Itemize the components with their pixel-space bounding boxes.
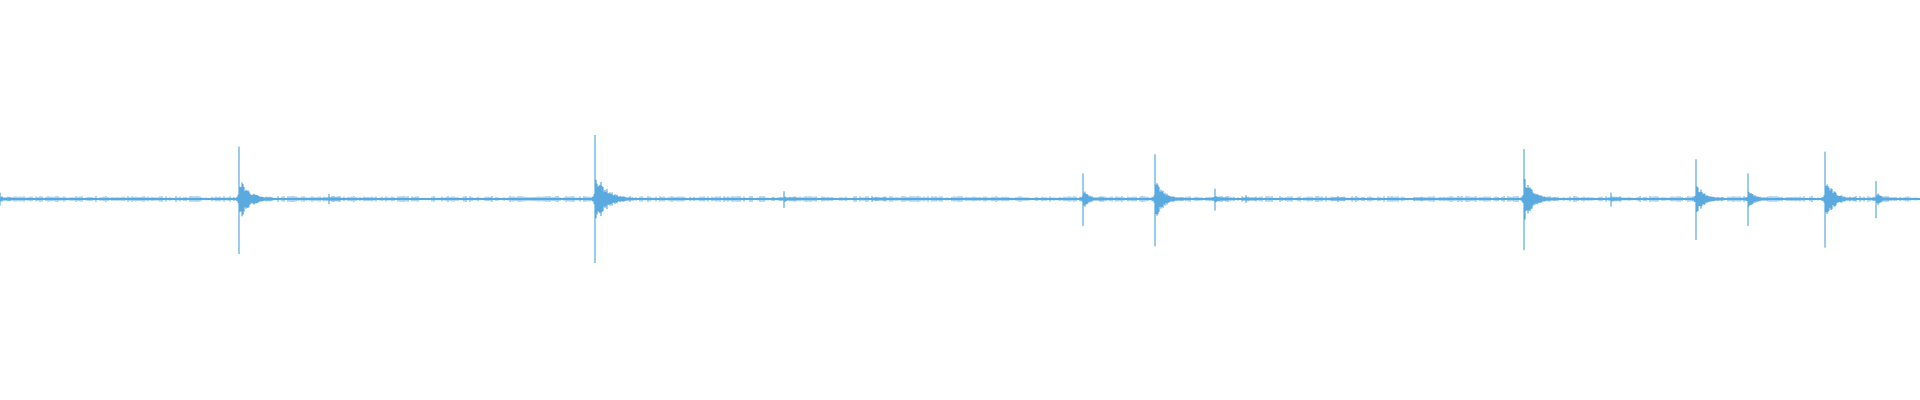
waveform-peak bbox=[1332, 197, 1346, 201]
waveform-peak bbox=[0, 192, 12, 206]
waveform-peak bbox=[235, 146, 273, 255]
waveform-peak bbox=[872, 197, 886, 201]
waveform-peak bbox=[1607, 192, 1623, 207]
waveform-peak bbox=[1211, 188, 1229, 211]
waveform-peak bbox=[1079, 173, 1104, 226]
waveform-peak bbox=[1242, 195, 1257, 203]
waveform-peak bbox=[591, 135, 634, 263]
waveform-peak bbox=[1821, 151, 1856, 248]
waveform-peak bbox=[1692, 159, 1724, 240]
waveform-peak bbox=[1872, 181, 1893, 219]
waveform-peak bbox=[1151, 154, 1185, 247]
waveform-peak bbox=[1413, 197, 1427, 201]
waveform-peak bbox=[325, 193, 340, 205]
waveform-peak bbox=[1520, 149, 1556, 251]
waveform-peak bbox=[1744, 173, 1769, 226]
waveform-peak bbox=[780, 191, 797, 208]
